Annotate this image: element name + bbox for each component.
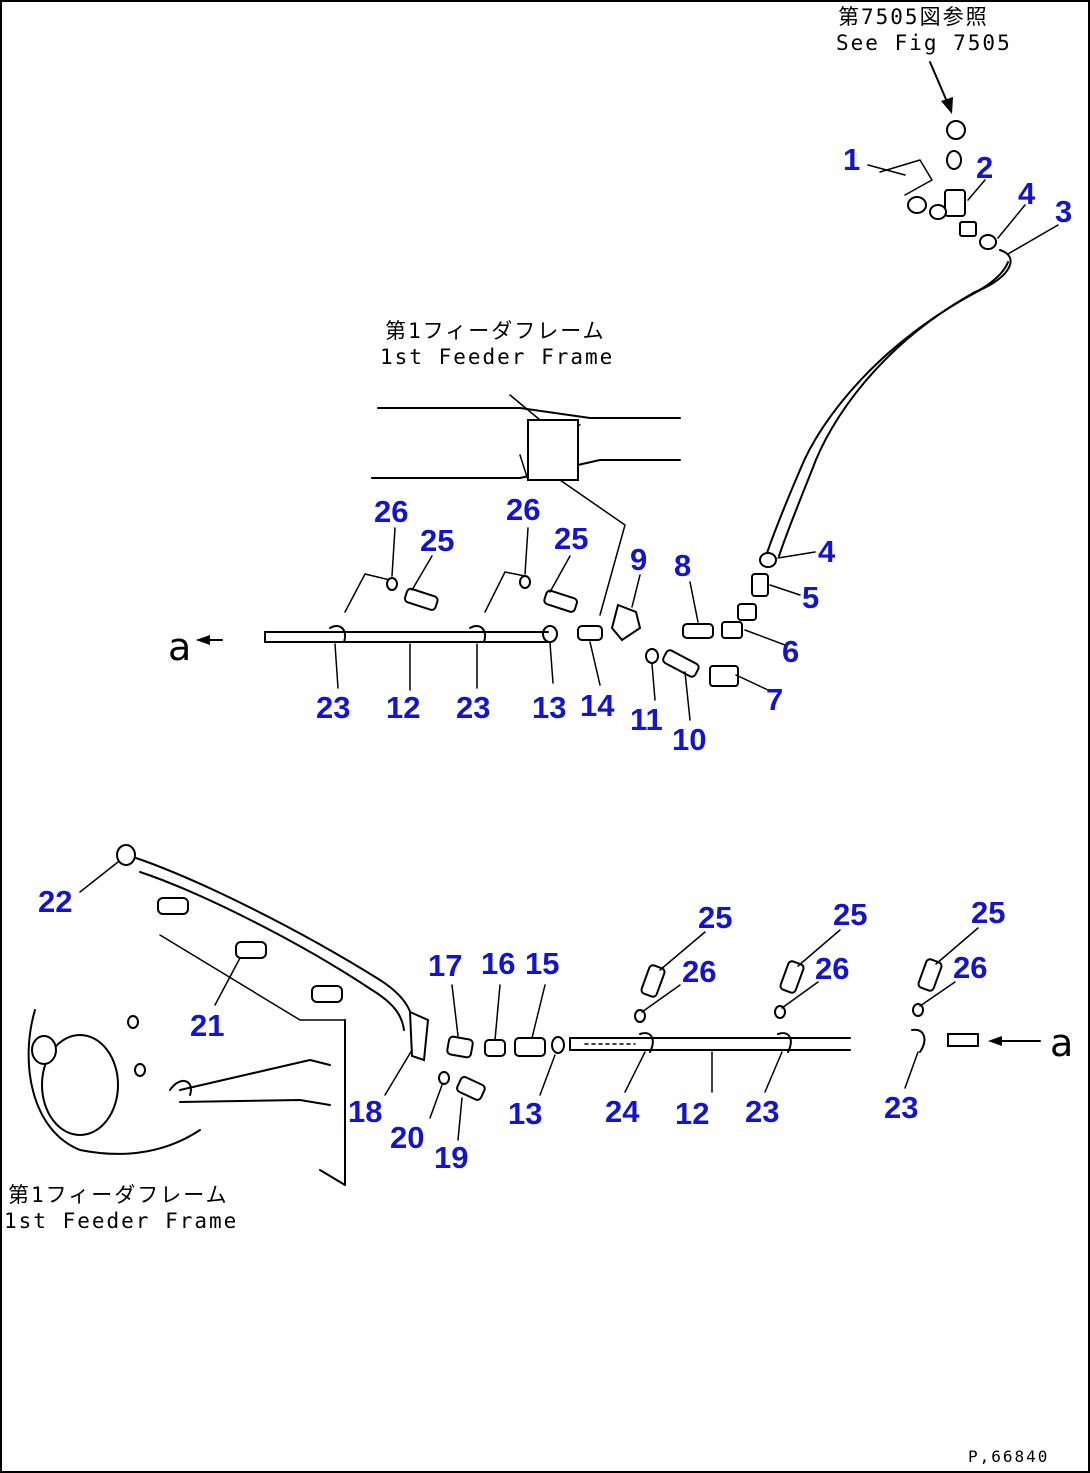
callout-25: 25 (971, 895, 1005, 930)
callout-23: 23 (745, 1094, 779, 1129)
callout-25: 25 (420, 523, 454, 558)
callout-19: 19 (434, 1140, 468, 1175)
view-mark-left: a (168, 625, 191, 669)
callout-3: 3 (1055, 194, 1072, 229)
callout-23: 23 (456, 690, 490, 725)
callout-4: 4 (818, 534, 836, 569)
top-fittings-group (879, 120, 997, 250)
callout-17: 17 (428, 948, 462, 983)
callout-11: 11 (630, 702, 663, 737)
fig-ref-jp: 第7505図参照 (838, 5, 989, 29)
callout-25: 25 (698, 900, 732, 935)
feeder-frame-bottom (27, 1009, 430, 1186)
feeder-frame-top (371, 394, 681, 616)
view-arrow-left (196, 635, 223, 645)
view-mark-right: a (1050, 1021, 1073, 1065)
callout-12: 12 (386, 690, 420, 725)
callout-25: 25 (554, 521, 588, 556)
callout-4: 4 (1018, 176, 1036, 211)
callout-26: 26 (815, 951, 849, 986)
callout-26: 26 (682, 954, 716, 989)
callout-24: 24 (605, 1094, 640, 1129)
drawing-code: P,66840 (968, 1447, 1049, 1466)
callout-18: 18 (348, 1094, 382, 1129)
callout-16: 16 (481, 946, 515, 981)
lower-pipe-22 (116, 844, 416, 1031)
callout-9: 9 (630, 542, 647, 577)
callout-10: 10 (672, 722, 706, 757)
callout-12: 12 (675, 1096, 709, 1131)
lower-fittings (438, 1035, 565, 1101)
frame-bottom-en: 1st Feeder Frame (4, 1209, 238, 1233)
view-arrow-right (988, 1036, 1041, 1046)
mid-fittings-group (542, 552, 777, 687)
callout-14: 14 (580, 688, 615, 723)
callout-7: 7 (766, 682, 783, 717)
callout-20: 20 (390, 1120, 424, 1155)
frame-top-jp: 第1フィーダフレーム (385, 319, 606, 343)
frame-bottom-jp: 第1フィーダフレーム (8, 1183, 229, 1207)
callout-8: 8 (674, 548, 691, 583)
fig-ref-en: See Fig 7505 (836, 31, 1012, 55)
reference-arrow (929, 61, 953, 114)
callout-26: 26 (506, 492, 540, 527)
lower-nozzles-21 (157, 897, 346, 1021)
upper-pipe-3 (766, 249, 1012, 557)
callout-25: 25 (833, 897, 867, 932)
lower-bolts (634, 958, 943, 1023)
top-leaders (334, 164, 1059, 721)
callout-5: 5 (802, 580, 819, 615)
callout-26: 26 (953, 950, 987, 985)
callout-1: 1 (843, 142, 860, 177)
callout-13: 13 (508, 1096, 542, 1131)
callout-6: 6 (782, 634, 799, 669)
frame-top-en: 1st Feeder Frame (380, 345, 614, 369)
callout-13: 13 (532, 690, 566, 725)
upper-tube-12 (264, 571, 578, 643)
callout-2: 2 (976, 150, 993, 185)
callout-23: 23 (884, 1090, 918, 1125)
callout-23: 23 (316, 690, 350, 725)
lower-tube-12 (569, 1028, 979, 1053)
callout-22: 22 (38, 884, 72, 919)
bottom-leaders (79, 861, 979, 1141)
callout-21: 21 (190, 1008, 224, 1043)
callout-26: 26 (374, 494, 408, 529)
callout-15: 15 (525, 946, 559, 981)
